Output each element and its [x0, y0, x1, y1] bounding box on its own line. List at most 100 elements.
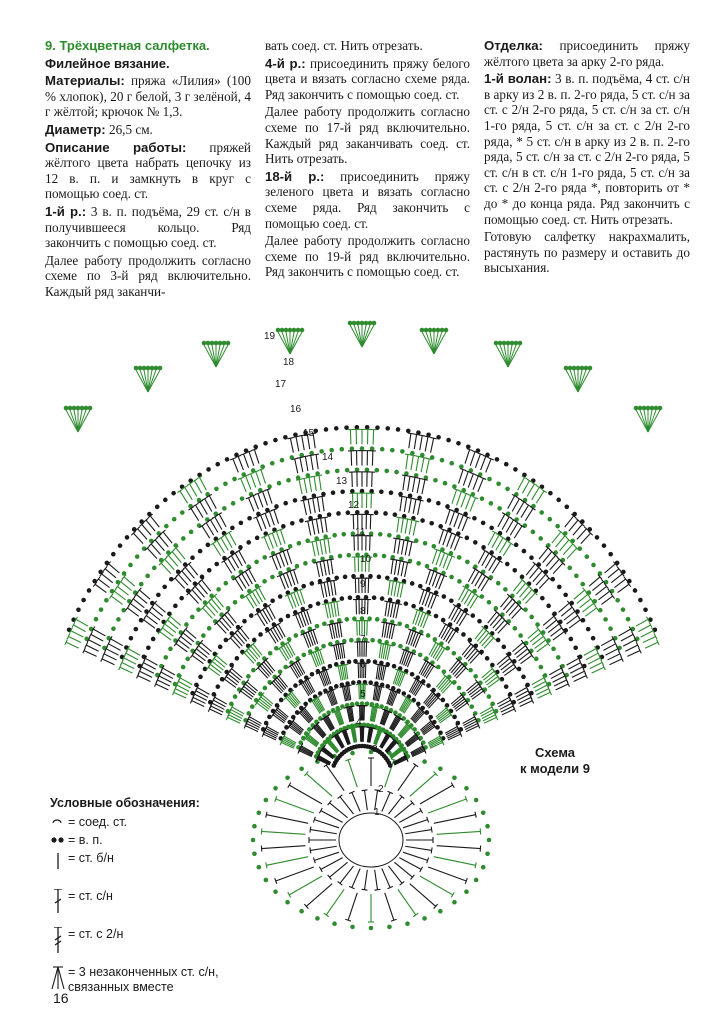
- stitch-symbol: [499, 702, 513, 710]
- stitch-top: [313, 453, 320, 456]
- stitch-symbol: [465, 647, 476, 660]
- stitch-top: [106, 561, 112, 567]
- stitch-symbol: [301, 709, 312, 722]
- chain-stitch: [230, 525, 235, 531]
- chain-stitch: [438, 766, 443, 772]
- stitch-symbol: [414, 633, 422, 648]
- chain-stitch: [285, 775, 290, 781]
- stitch-symbol: [73, 624, 86, 633]
- stitch-symbol: [394, 802, 413, 819]
- chain-stitch: [317, 513, 323, 519]
- stitch-symbol: [481, 668, 493, 679]
- stitch-symbol: [275, 531, 282, 546]
- stitch-symbol: [307, 734, 319, 745]
- stitch-symbol: [446, 729, 460, 738]
- stitch-symbol: [176, 684, 190, 692]
- chain-stitch: [409, 581, 415, 586]
- stitch-symbol: [604, 563, 616, 574]
- chain-stitch: [461, 632, 466, 637]
- stitch-symbol: [175, 547, 186, 560]
- fan-stitch: [507, 344, 521, 368]
- stitch-symbol: [224, 534, 233, 549]
- chain-stitch: [445, 504, 450, 509]
- chain-stitch: [449, 460, 455, 466]
- stitch-symbol: [221, 616, 232, 629]
- stitch-symbol: [224, 614, 235, 627]
- stitch-symbol: [538, 547, 549, 560]
- fan-stitch: [425, 331, 435, 355]
- chain-stitch: [121, 607, 127, 613]
- fan-stitch: [215, 344, 229, 368]
- stitch-symbol: [402, 699, 411, 713]
- chain-stitch: [649, 405, 655, 411]
- chain-stitch: [523, 607, 528, 612]
- stitch-symbol: [273, 680, 284, 693]
- stitch-symbol: [385, 740, 396, 753]
- stitch-symbol: [323, 582, 328, 598]
- stitch-symbol: [366, 727, 370, 743]
- stitch-symbol: [248, 497, 255, 512]
- stitch-symbol: [379, 734, 388, 748]
- chain-stitch: [355, 552, 360, 558]
- stitch-symbol: [278, 648, 288, 662]
- stitch-symbol: [542, 615, 555, 626]
- stitch-top: [566, 537, 572, 543]
- stitch-symbol: [458, 587, 466, 601]
- stitch-symbol: [105, 648, 119, 656]
- stitch-symbol: [145, 615, 158, 625]
- stitch-symbol: [395, 671, 402, 686]
- stitch-symbol: [336, 601, 340, 617]
- stitch-symbol: [68, 635, 82, 644]
- stitch-top: [477, 650, 483, 656]
- stitch-top: [620, 571, 625, 577]
- stitch-symbol: [275, 554, 282, 569]
- stitch-symbol: [279, 529, 286, 544]
- chain-stitch: [575, 365, 581, 371]
- stitch-symbol: [370, 706, 375, 722]
- stitch-symbol: [310, 455, 314, 471]
- chain-stitch: [331, 597, 337, 603]
- chain-stitch: [465, 559, 470, 565]
- stitch-symbol: [469, 451, 476, 466]
- chain-stitch: [344, 467, 350, 473]
- stitch-top: [301, 705, 307, 711]
- stitch-symbol: [500, 660, 513, 671]
- stitch-top: [229, 457, 236, 461]
- stitch-top: [242, 474, 249, 478]
- description-text: пряжей жёлтого цвета набрать цепочку из …: [45, 139, 251, 202]
- chain-stitch: [171, 490, 176, 496]
- chain-stitch: [232, 694, 238, 699]
- stitch-top: [400, 747, 405, 754]
- stitch-symbol: [314, 819, 340, 829]
- stitch-top: [401, 474, 408, 477]
- chain-stitch: [342, 574, 348, 580]
- stitch-symbol: [231, 668, 243, 679]
- chain-stitch: [362, 680, 368, 685]
- stitch-symbol: [65, 641, 79, 649]
- chain-stitch: [293, 586, 299, 592]
- stitch-top: [342, 663, 349, 666]
- stitch-top: [274, 877, 278, 885]
- stitch-symbol: [374, 869, 379, 890]
- stitch-top: [594, 605, 599, 611]
- stitch-symbol: [245, 725, 259, 733]
- chain-stitch: [382, 618, 388, 623]
- chain-stitch: [252, 823, 257, 829]
- stitch-symbol: [435, 707, 447, 718]
- stitch-symbol: [388, 623, 393, 639]
- stitch-symbol: [461, 643, 472, 656]
- stitch-symbol: [286, 549, 293, 564]
- stitch-symbol: [289, 665, 299, 679]
- stitch-symbol: [382, 665, 387, 681]
- stitch-symbol: [320, 518, 324, 533]
- chain-stitch: [364, 701, 370, 706]
- stitch-symbol: [321, 496, 325, 512]
- stitch-symbol: [391, 692, 398, 707]
- stitch-symbol: [446, 555, 453, 571]
- stitch-symbol: [195, 504, 204, 518]
- stitch-top: [419, 807, 424, 814]
- stitch-symbol: [319, 539, 324, 555]
- stitch-top: [245, 496, 252, 500]
- stitch-top: [474, 811, 477, 818]
- stitch-symbol: [327, 741, 338, 753]
